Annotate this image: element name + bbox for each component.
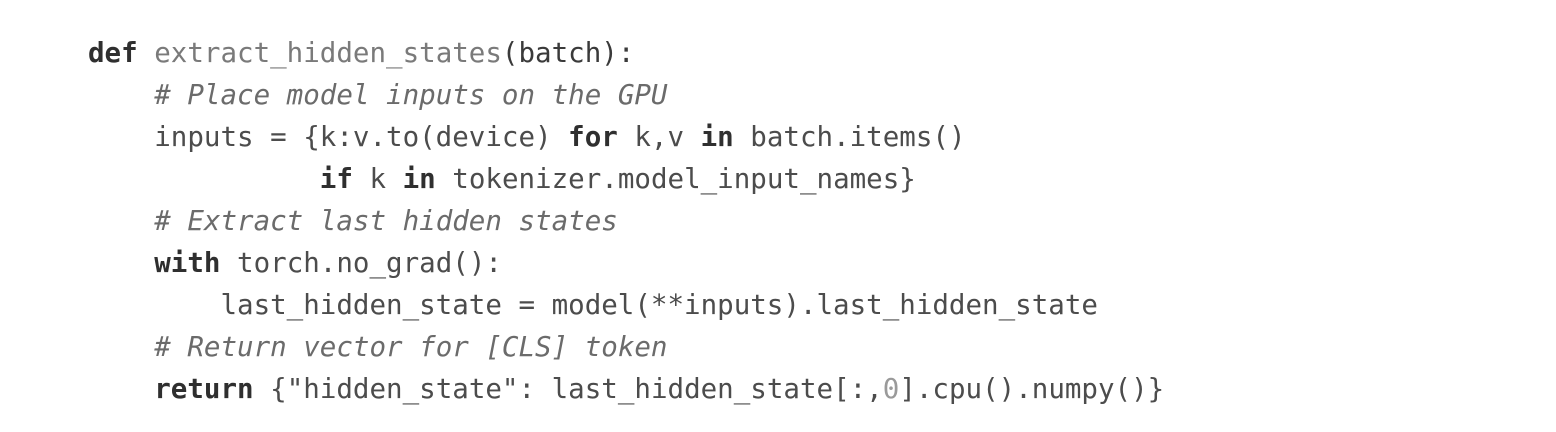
code-token-keyword: in — [700, 121, 734, 153]
code-token-plain — [88, 79, 154, 111]
code-token-comment: # Place model inputs on the GPU — [154, 79, 668, 111]
code-token-plain — [88, 373, 154, 405]
code-line: # Return vector for [CLS] token — [88, 326, 1488, 368]
code-token-function: extract_hidden_states — [154, 37, 502, 69]
code-token-plain — [88, 205, 154, 237]
code-token-plain — [88, 331, 154, 363]
code-token-plain: inputs = {k:v.to(device) — [88, 121, 569, 153]
code-token-keyword: def — [88, 37, 138, 69]
code-token-keyword: for — [568, 121, 618, 153]
code-line: return {"hidden_state": last_hidden_stat… — [88, 368, 1488, 410]
code-token-plain — [88, 247, 154, 279]
code-line: last_hidden_state = model(**inputs).last… — [88, 284, 1488, 326]
code-token-punctuation: (batch): — [501, 37, 635, 69]
code-token-plain: tokenizer.model_input_names} — [435, 163, 916, 195]
code-line: with torch.no_grad(): — [88, 242, 1488, 284]
code-token-plain: { — [253, 373, 287, 405]
code-token-number: 0 — [882, 373, 900, 405]
code-token-plain: ].cpu().numpy()} — [899, 373, 1165, 405]
code-token-comment: # Extract last hidden states — [154, 205, 618, 237]
code-token-plain: last_hidden_state = model(**inputs).last… — [88, 289, 1098, 321]
code-line: # Place model inputs on the GPU — [88, 74, 1488, 116]
code-token-plain: : last_hidden_state[:, — [518, 373, 883, 405]
code-token-string: "hidden_state" — [286, 373, 519, 405]
code-line: if k in tokenizer.model_input_names} — [88, 158, 1488, 200]
code-token-plain: batch.items() — [733, 121, 966, 153]
code-token-plain: torch.no_grad(): — [220, 247, 502, 279]
code-token-keyword: return — [154, 373, 254, 405]
code-line: inputs = {k:v.to(device) for k,v in batc… — [88, 116, 1488, 158]
code-line: # Extract last hidden states — [88, 200, 1488, 242]
code-token-plain — [138, 37, 155, 69]
code-block[interactable]: def extract_hidden_states(batch): # Plac… — [88, 32, 1488, 410]
code-token-comment: # Return vector for [CLS] token — [154, 331, 668, 363]
code-line: def extract_hidden_states(batch): — [88, 32, 1488, 74]
code-token-keyword: with — [154, 247, 221, 279]
code-token-keyword: in — [402, 163, 436, 195]
code-token-plain — [88, 163, 320, 195]
code-token-keyword: if — [319, 163, 353, 195]
code-token-plain: k — [352, 163, 403, 195]
code-token-plain: k,v — [617, 121, 701, 153]
